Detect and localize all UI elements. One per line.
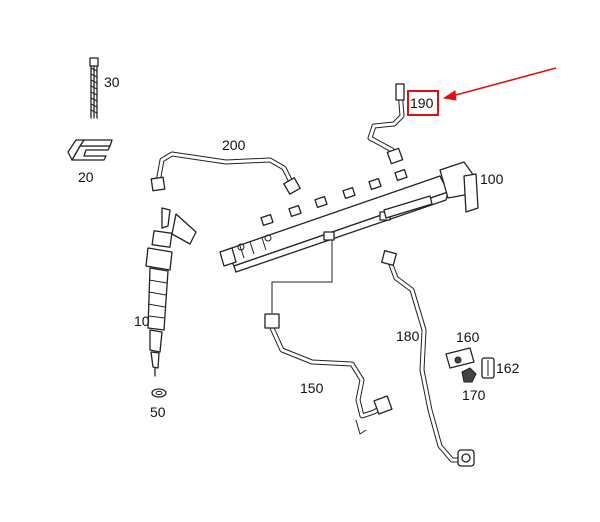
callout-50: 50 bbox=[150, 404, 166, 420]
pipe-part-190 bbox=[367, 83, 405, 165]
callout-100: 100 bbox=[480, 171, 504, 187]
pipe-part-180 bbox=[381, 250, 475, 467]
washer-part-50 bbox=[151, 388, 167, 398]
callout-150: 150 bbox=[300, 380, 324, 396]
pipe-part-200 bbox=[150, 151, 301, 195]
clamp-part-20 bbox=[67, 139, 113, 161]
injector-part-10 bbox=[145, 207, 197, 377]
callout-180: 180 bbox=[396, 328, 420, 344]
callout-170: 170 bbox=[462, 387, 486, 403]
callout-200: 200 bbox=[222, 137, 246, 153]
callout-20: 20 bbox=[78, 169, 94, 185]
rail-part-100 bbox=[219, 161, 479, 273]
callout-162: 162 bbox=[496, 360, 520, 376]
callout-190: 190 bbox=[410, 95, 434, 111]
pipe-part-150 bbox=[264, 313, 393, 435]
highlight-box-190 bbox=[407, 90, 439, 116]
callout-160: 160 bbox=[456, 329, 480, 345]
highlight-arrow bbox=[442, 67, 557, 101]
leader-line-150 bbox=[271, 240, 333, 314]
bracket-part-160 bbox=[445, 347, 475, 369]
callout-30: 30 bbox=[104, 74, 120, 90]
clip-part-162 bbox=[481, 357, 495, 379]
nut-part-170 bbox=[461, 367, 477, 383]
callout-10: 10 bbox=[134, 313, 150, 329]
bolt-part-30 bbox=[89, 57, 99, 119]
